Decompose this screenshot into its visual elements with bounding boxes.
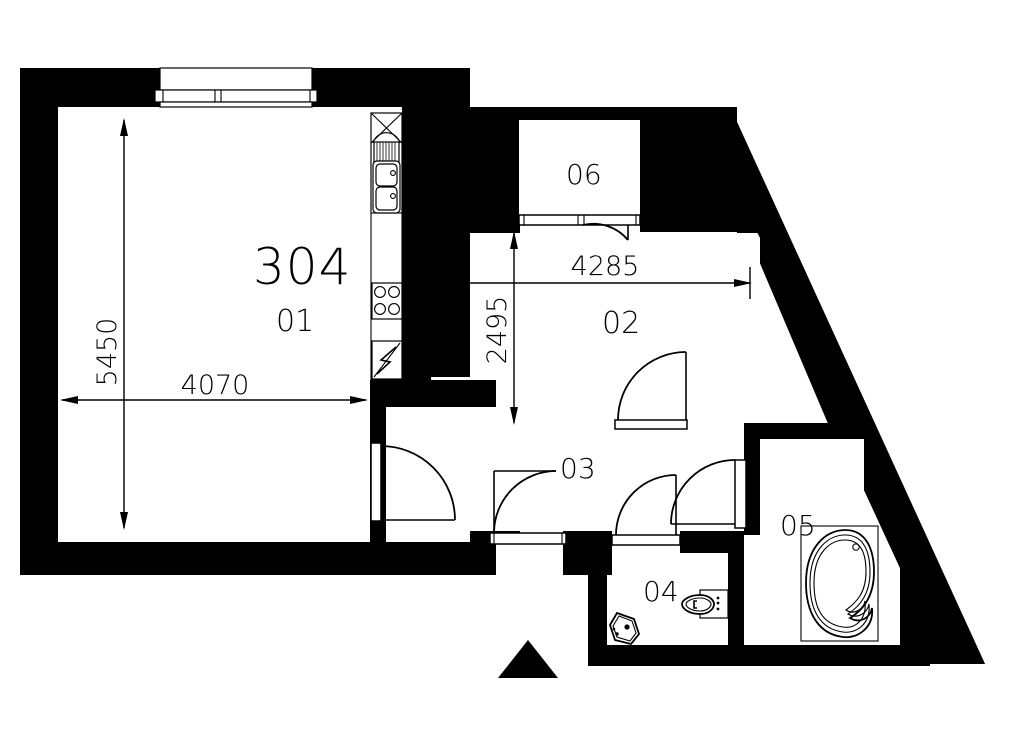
door-06: [518, 214, 641, 241]
door-02: [614, 351, 688, 430]
room-06-floor: [519, 120, 640, 215]
wall-details: [20, 107, 985, 666]
text-labels: 304 01 02 03 04 05 06 5450 4070 4285 249…: [92, 158, 816, 608]
toilet-icon: [681, 589, 729, 619]
apartment-number: 304: [253, 238, 351, 296]
dimension-4285: [420, 267, 752, 299]
window: [154, 67, 318, 108]
entrance-marker: [498, 640, 558, 678]
room-label-02: 02: [602, 306, 640, 341]
dimension-2495: [510, 231, 518, 425]
electrical-panel-icon: [371, 340, 403, 380]
cooktop-icon: [371, 282, 403, 320]
bathtub-icon: [800, 525, 879, 642]
room-02-floor: [470, 233, 737, 423]
kitchen-fixtures: [370, 112, 403, 381]
washbasin-icon: [609, 611, 641, 646]
room-label-04: 04: [643, 575, 679, 608]
dimension-5450: [120, 118, 128, 530]
dimension-4070: [60, 396, 368, 404]
door-05: [670, 459, 747, 529]
dimension-label-4070: 4070: [181, 370, 250, 401]
room-interiors: [58, 107, 900, 645]
room-01-floor: [58, 107, 402, 542]
doors: [370, 214, 747, 546]
door-01: [370, 442, 456, 522]
dimension-label-2495: 2495: [482, 296, 513, 365]
dimension-label-4285: 4285: [571, 251, 640, 282]
kitchen-sink-icon: [370, 112, 403, 214]
room-03-floor: [386, 407, 744, 553]
dimension-lines: [60, 118, 752, 530]
bathroom-fixtures: [609, 525, 879, 646]
entrance-door: [489, 470, 567, 545]
dimension-label-5450: 5450: [92, 318, 123, 387]
room-label-03: 03: [560, 452, 596, 485]
room-label-06: 06: [566, 158, 602, 191]
room-label-05: 05: [780, 509, 816, 542]
door-04: [611, 474, 681, 546]
room-label-01: 01: [276, 304, 314, 339]
